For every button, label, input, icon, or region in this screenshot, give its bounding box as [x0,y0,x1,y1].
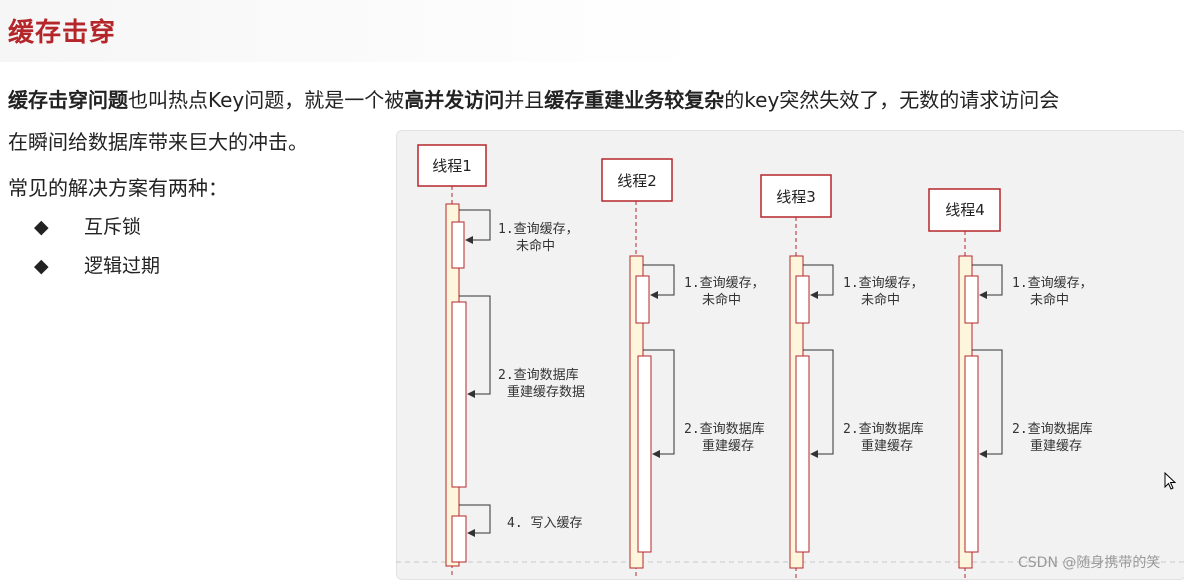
step-label: 2.查询数据库 [684,421,765,437]
thread-box [601,158,673,202]
step-label: 未命中 [1030,292,1069,308]
step-label: 重建缓存 [702,438,754,454]
activation-bar [795,275,810,324]
step-label: 重建缓存 [861,438,913,454]
self-call-arrow [459,209,491,244]
self-call-arrow [972,264,1003,299]
step-label: 2.查询数据库 [843,421,924,437]
term-complex-rebuild: 缓存重建业务较复杂 [544,88,725,112]
thread-box [760,174,832,218]
thread-box [928,188,1001,232]
term-high-concurrency: 高并发访问 [404,88,505,112]
step-label: 重建缓存数据 [507,384,585,400]
self-call-arrow [459,295,491,398]
solution-item-mutex: ◆ 互斥锁 [34,214,141,240]
self-call-arrow [803,264,834,299]
thread-3: 线程3 1.查询缓存， 未命中 2.查询数据库 重建缓存 [760,174,924,578]
thread-label: 线程1 [432,157,472,175]
activation-bar [635,275,650,324]
para-text-3: 的key突然失效了，无数的请求访问会 [724,88,1060,112]
activation-bar [964,275,979,324]
step-label: 未命中 [516,238,555,254]
step-label: 1.查询缓存， [498,222,579,237]
solution-item-logical-expire: ◆ 逻辑过期 [34,253,160,279]
thread-1: 线程1 1.查询缓存， 未命中 2.查询数据库 重建缓存数据 4. 写入缓存 [417,144,585,578]
solution-label-mutex: 互斥锁 [84,216,142,238]
thread-4: 线程4 1.查询缓存， 未命中 2.查询数据库 重建缓存 [928,188,1093,578]
thread-2: 线程2 1.查询缓存， 未命中 2.查询数据库 重建缓存 [601,158,765,578]
solution-label-logical-expire: 逻辑过期 [84,255,161,277]
step-label: 1.查询缓存， [843,276,924,291]
activation-bar [637,355,652,553]
step-label: 2.查询数据库 [498,367,579,383]
activation-bar [451,221,465,269]
thread-label: 线程2 [617,172,657,190]
activation-bar [964,355,979,553]
diamond-bullet-icon: ◆ [34,255,49,277]
thread-box [417,144,487,187]
thread-label: 线程4 [945,201,985,219]
term-cache-breakdown: 缓存击穿问题 [8,88,128,112]
self-call-arrow [803,349,834,458]
para-text-2: 并且 [504,88,545,112]
watermark: CSDN @随身携带的笑 [1018,555,1161,571]
mouse-cursor-icon [1164,472,1177,490]
self-call-arrow [972,349,1003,458]
step-label: 4. 写入缓存 [507,516,582,531]
activation-bar [451,301,467,488]
intro-paragraph-line1: 缓存击穿问题也叫热点Key问题，就是一个被高并发访问并且缓存重建业务较复杂的ke… [8,86,1059,114]
title-band [0,0,1184,62]
intro-paragraph-line2: 在瞬间给数据库带来巨大的冲击。 [8,130,308,154]
step-label: 未命中 [861,292,900,308]
activation-bar [451,515,467,563]
activation-bar [795,355,810,553]
step-label: 未命中 [702,292,741,308]
para-text-1: 也叫热点Key问题，就是一个被 [128,88,405,112]
step-label: 1.查询缓存， [684,276,765,291]
page-title: 缓存击穿 [8,18,117,48]
step-label: 1.查询缓存， [1012,276,1093,291]
thread-label: 线程3 [776,188,816,206]
diamond-bullet-icon: ◆ [34,216,49,238]
step-label: 重建缓存 [1030,438,1082,454]
self-call-arrow [643,349,675,458]
self-call-arrow [459,504,491,537]
step-label: 2.查询数据库 [1012,421,1093,437]
solutions-heading: 常见的解决方案有两种： [8,176,228,200]
self-call-arrow [643,264,675,299]
